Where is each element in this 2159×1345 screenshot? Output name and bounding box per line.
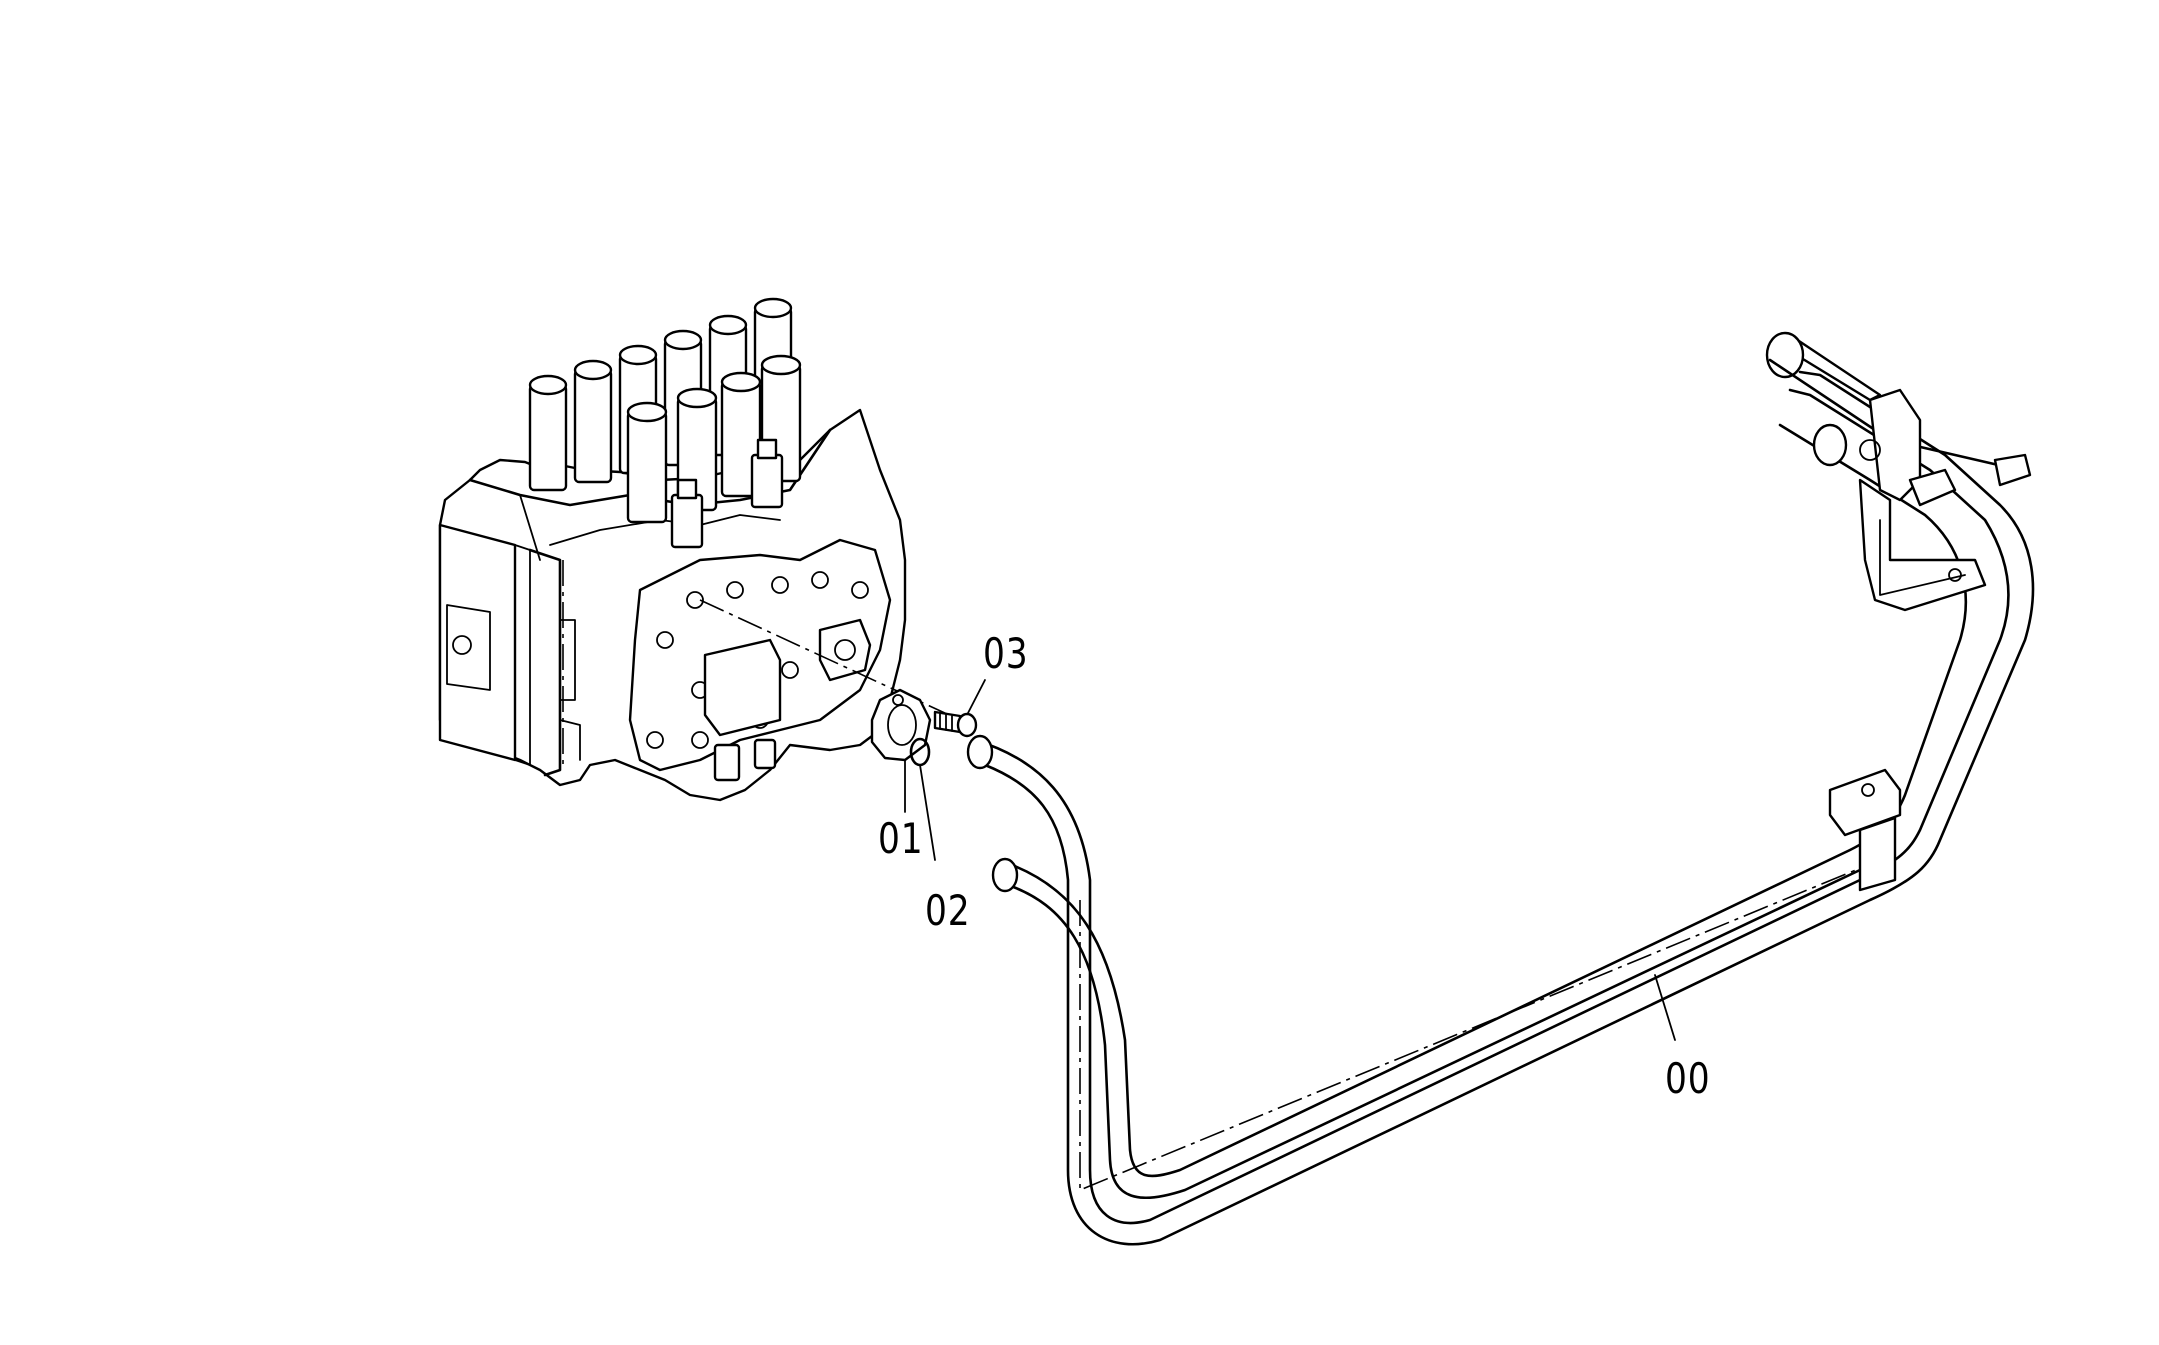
flange xyxy=(870,688,932,762)
leader-02 xyxy=(919,764,936,861)
leader-lines xyxy=(904,679,1676,1041)
pipe-assembly xyxy=(966,331,2035,1246)
leader-03 xyxy=(967,679,986,714)
callout-flange: 01 xyxy=(878,814,924,863)
assembly-centerline xyxy=(699,599,961,721)
leader-00 xyxy=(1654,974,1676,1041)
control-valve xyxy=(438,297,907,802)
bolt xyxy=(933,710,978,738)
callout-pipe: 00 xyxy=(1665,1054,1711,1103)
callout-bolt: 03 xyxy=(983,629,1029,678)
callout-o-ring: 02 xyxy=(925,886,971,935)
